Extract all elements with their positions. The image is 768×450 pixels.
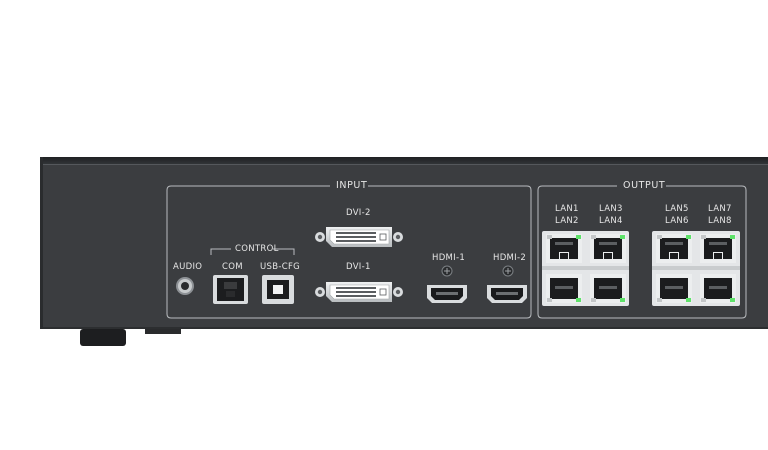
com-label: COM (222, 262, 243, 272)
rj45-ports (546, 234, 736, 303)
lan8-label: LAN8 (708, 216, 732, 226)
lan1-label: LAN1 (555, 204, 579, 214)
control-bracket (210, 248, 295, 255)
usb-cfg-label: USB-CFG (260, 262, 301, 272)
output-section-outline (537, 185, 747, 319)
audio-label: AUDIO (173, 262, 203, 272)
audio-jack-icon[interactable] (176, 277, 194, 295)
output-section-label: OUTPUT (623, 180, 666, 191)
com-port[interactable] (213, 275, 248, 304)
hdmi1-label: HDMI-1 (432, 253, 466, 263)
lan6-label: LAN6 (665, 216, 689, 226)
foot-left (80, 329, 126, 346)
lan2-label: LAN2 (555, 216, 579, 226)
control-label: CONTROL (235, 244, 279, 254)
screw-icon (502, 265, 514, 277)
rj45-port-icon[interactable] (656, 274, 692, 303)
hdmi-port-icon[interactable] (427, 285, 467, 303)
input-section-label: INPUT (336, 180, 368, 191)
chassis-body (40, 164, 768, 329)
hdmi2-label: HDMI-2 (493, 253, 527, 263)
input-section-outline (166, 185, 532, 319)
chassis-top-edge (40, 157, 768, 165)
hdmi-port-icon[interactable] (487, 285, 527, 303)
rj45-port-icon[interactable] (700, 234, 736, 263)
rj45-port-icon[interactable] (656, 234, 692, 263)
dvi-port-icon[interactable] (315, 227, 403, 247)
dvi1-label: DVI-1 (346, 262, 371, 272)
dvi-port-icon[interactable] (315, 282, 403, 302)
foot-strip (145, 329, 181, 334)
usb-b-port-icon[interactable] (262, 275, 294, 304)
lan5-label: LAN5 (665, 204, 689, 214)
rj45-port-icon[interactable] (700, 274, 736, 303)
rj45-port-icon[interactable] (590, 274, 626, 303)
dvi2-label: DVI-2 (346, 208, 371, 218)
rj45-port-icon[interactable] (590, 234, 626, 263)
rj45-port-icon[interactable] (546, 274, 582, 303)
lan4-label: LAN4 (599, 216, 623, 226)
rj45-port-icon[interactable] (546, 234, 582, 263)
lan3-label: LAN3 (599, 204, 623, 214)
screw-icon (441, 265, 453, 277)
lan7-label: LAN7 (708, 204, 732, 214)
